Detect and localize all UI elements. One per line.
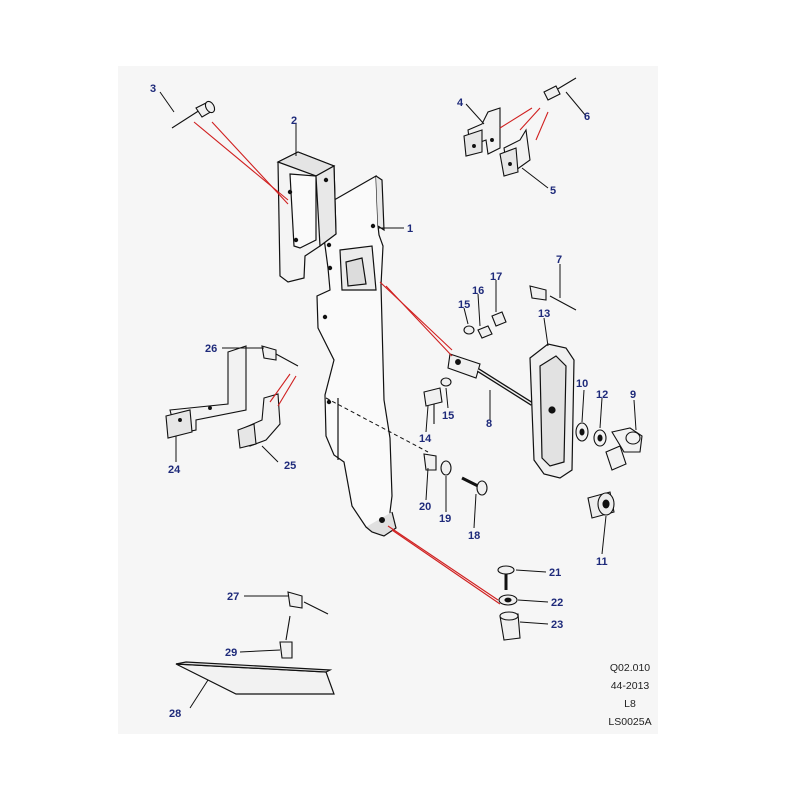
- callout-15-upper: 15: [458, 299, 470, 311]
- callout-24: 24: [168, 464, 181, 476]
- callout-21: 21: [549, 567, 561, 579]
- reference-date: 44-2013: [610, 680, 650, 692]
- part-15-washer-b: [440, 377, 452, 387]
- part-5-bracket: [499, 128, 531, 177]
- callout-27: 27: [227, 591, 239, 603]
- reference-line: L8: [624, 698, 636, 710]
- part-21-bolt: [497, 565, 515, 590]
- part-11-spacer: [587, 491, 615, 519]
- callout-22: 22: [551, 597, 563, 609]
- part-7-rivet: [529, 285, 577, 311]
- part-27-rivet: [287, 591, 329, 615]
- callout-leaders: [159, 91, 637, 709]
- part-26-rivet: [261, 345, 299, 367]
- callout-8: 8: [486, 418, 492, 430]
- part-22-washer: [498, 594, 518, 606]
- part-12-lock-washer: [593, 429, 607, 447]
- callout-11: 11: [596, 556, 608, 568]
- callout-16: 16: [472, 285, 484, 297]
- callout-9: 9: [630, 389, 636, 401]
- callout-3: 3: [150, 83, 156, 95]
- part-14-bolt: [423, 387, 443, 424]
- callout-19: 19: [439, 513, 451, 525]
- callout-13: 13: [538, 308, 550, 320]
- callout-26: 26: [205, 343, 217, 355]
- callout-14: 14: [419, 433, 432, 445]
- callout-15-lower: 15: [442, 410, 454, 422]
- callout-25: 25: [284, 460, 296, 472]
- part-3-rivet: [171, 100, 216, 129]
- callout-10: 10: [576, 378, 588, 390]
- callout-18: 18: [468, 530, 480, 542]
- part-13-rubber-mount: [529, 343, 575, 479]
- part-8-threaded-stud: [447, 353, 534, 406]
- callout-7: 7: [556, 254, 562, 266]
- red-leader-lines: [193, 107, 549, 605]
- reference-code: Q02.010: [609, 662, 651, 674]
- part-9-wing-nut: [605, 427, 643, 471]
- part-6-rivet: [543, 77, 577, 101]
- callout-20: 20: [419, 501, 431, 513]
- part-2-channel-bracket: [276, 151, 337, 283]
- part-15-washer-a: [463, 325, 475, 335]
- callout-4: 4: [457, 97, 464, 109]
- callout-29: 29: [225, 647, 237, 659]
- callout-17: 17: [490, 271, 502, 283]
- part-25-bracket: [237, 393, 281, 449]
- part-10-washer: [575, 422, 589, 442]
- reference-id: LS0025A: [608, 716, 652, 728]
- part-18-screw: [461, 476, 488, 496]
- callout-5: 5: [550, 185, 556, 197]
- part-29-rivet: [279, 615, 293, 659]
- part-24-bracket: [165, 345, 247, 439]
- callout-6: 6: [584, 111, 590, 123]
- callout-1: 1: [407, 223, 413, 235]
- part-20-nut: [423, 453, 437, 471]
- part-19-washer: [440, 460, 452, 476]
- part-1-main-bracket: [316, 174, 397, 537]
- callout-12: 12: [596, 389, 608, 401]
- callout-2: 2: [291, 115, 297, 127]
- part-17-nut: [491, 311, 507, 327]
- callout-28: 28: [169, 708, 181, 720]
- dashed-leader: [325, 397, 429, 453]
- part-23-sleeve: [499, 611, 521, 641]
- callout-23: 23: [551, 619, 563, 631]
- part-28-plate: [175, 661, 335, 695]
- part-4-bracket: [463, 107, 501, 157]
- part-16-nut: [477, 325, 493, 339]
